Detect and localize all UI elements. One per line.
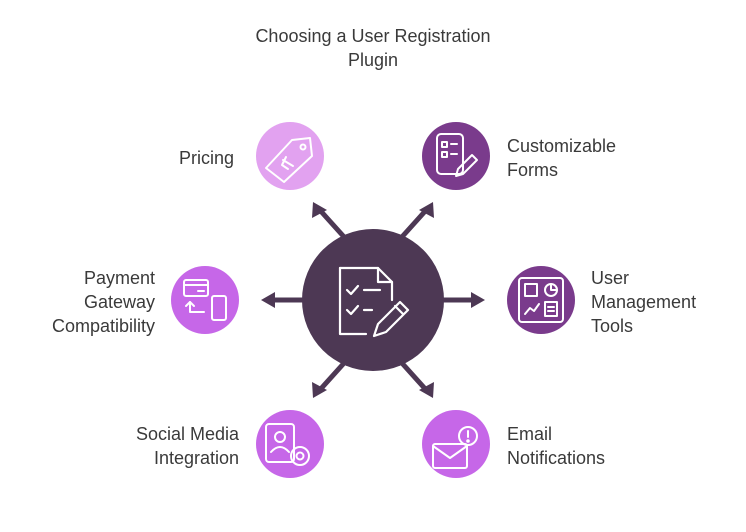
payment-gateway-node <box>171 266 239 334</box>
checklist-with-pencil-icon <box>338 266 410 338</box>
label-payment-gateway-line-1: Payment <box>83 268 155 288</box>
label-user-management-line-3: Tools <box>591 316 634 336</box>
arrowhead-customizable-forms <box>419 202 434 218</box>
pricing-node <box>256 122 324 190</box>
arrow-to-social-media <box>316 360 347 394</box>
label-customizable-forms: Customizable Forms <box>507 134 616 182</box>
label-payment-gateway-line-3: Compatibility <box>51 316 155 336</box>
title-line-2: Plugin <box>347 50 399 70</box>
label-payment-gateway: Payment Gateway Compatibility <box>52 266 155 338</box>
label-user-management-line-2: Management <box>591 292 697 312</box>
label-email-notifications-line-2: Notifications <box>507 448 606 468</box>
label-email-notifications-line-1: Email <box>507 424 553 444</box>
label-user-management-line-1: User <box>591 268 630 288</box>
label-customizable-forms-line-1: Customizable <box>507 136 617 156</box>
email-notifications-node <box>422 410 490 478</box>
center-hub <box>302 229 444 371</box>
form-with-pencil-icon <box>436 133 478 177</box>
social-media-node <box>256 410 324 478</box>
arrowhead-user-management <box>471 292 485 308</box>
envelope-alert-icon <box>432 426 478 469</box>
arrow-heads <box>261 202 485 398</box>
label-pricing: Pricing <box>179 146 234 170</box>
arrow-to-customizable-forms <box>399 206 430 240</box>
arrow-to-pricing <box>316 206 347 240</box>
label-social-media: Social Media Integration <box>136 422 239 470</box>
arrowhead-payment-gateway <box>261 292 275 308</box>
profile-settings-icon <box>265 423 310 466</box>
price-tag-icon <box>265 137 313 183</box>
label-user-management: User Management Tools <box>591 266 696 338</box>
arrowhead-pricing <box>312 202 327 218</box>
label-customizable-forms-line-2: Forms <box>507 160 558 180</box>
label-pricing-line-1: Pricing <box>178 148 234 168</box>
card-to-phone-icon <box>183 279 227 321</box>
label-payment-gateway-line-2: Gateway <box>83 292 155 312</box>
customizable-forms-node <box>422 122 490 190</box>
dashboard-icon <box>518 277 564 323</box>
label-social-media-line-1: Social Media <box>135 424 239 444</box>
label-social-media-line-2: Integration <box>153 448 239 468</box>
user-management-node <box>507 266 575 334</box>
arrowhead-email-notifications <box>419 382 434 398</box>
arrowhead-social-media <box>312 382 327 398</box>
arrow-to-email-notifications <box>399 360 430 394</box>
title-line-1: Choosing a User Registration <box>255 26 491 46</box>
diagram-title: Choosing a User Registration Plugin <box>0 24 746 72</box>
label-email-notifications: Email Notifications <box>507 422 605 470</box>
